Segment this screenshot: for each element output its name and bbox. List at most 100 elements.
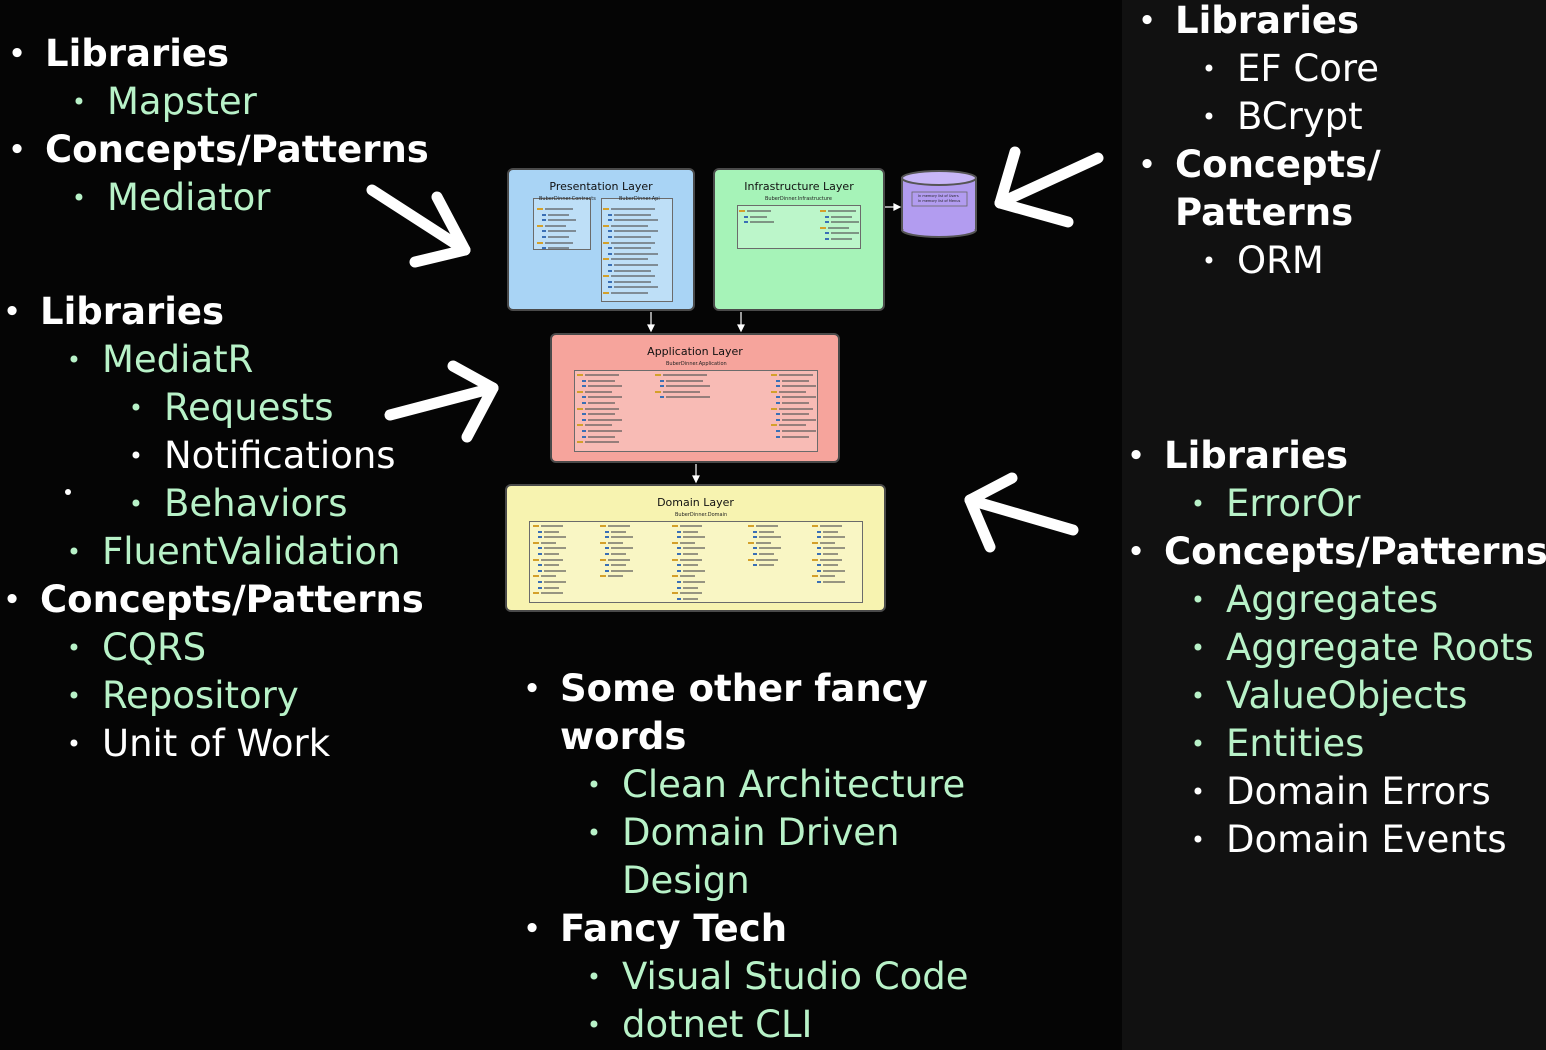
bullet-text: Notifications: [164, 434, 396, 477]
bullet-icon: •: [3, 585, 21, 615]
tree-node-icon: [753, 547, 757, 550]
tree-node-icon: [817, 547, 821, 550]
tree-node-icon: [776, 418, 780, 421]
bullet-item: •Fancy Tech: [524, 905, 969, 953]
infrastructure-layer-box: Infrastructure Layer BuberDinner.Infrast…: [713, 168, 885, 311]
bullet-item: •Concepts/Patterns: [4, 576, 424, 624]
tree-node-icon: [605, 547, 609, 550]
tree-node-icon: [538, 553, 542, 555]
tree-node-label: [548, 219, 576, 222]
tree-node-label: [548, 213, 569, 216]
tree-node-label: [823, 581, 845, 583]
tree-node-label: [548, 247, 569, 250]
tree-node-icon: [582, 413, 586, 416]
tree-node-label: [541, 541, 556, 544]
bullet-text: Libraries: [40, 290, 225, 333]
tree-node-label: [820, 525, 842, 527]
application-project-label: BuberDinner.Application: [666, 361, 727, 367]
tree-node-label: [588, 418, 622, 421]
bullet-item: •ErrorOr: [1191, 480, 1546, 528]
tree-node-label: [680, 558, 702, 561]
bullet-item: •dotnet CLI: [587, 1001, 969, 1049]
bullet-icon: •: [586, 819, 602, 847]
domain-project-panel: [529, 521, 863, 603]
bullet-icon: •: [1201, 55, 1217, 83]
tree-node-icon: [677, 530, 681, 533]
bullet-icon: •: [523, 674, 541, 704]
tree-node-label: [779, 424, 806, 427]
tree-node-icon: [603, 292, 609, 294]
tree-node-label: [683, 586, 698, 589]
tree-node-icon: [672, 575, 678, 578]
tree-node-icon: [608, 252, 612, 255]
tree-node-icon: [672, 541, 678, 544]
tree-node-icon: [660, 379, 664, 382]
bullet-icon: •: [1201, 247, 1217, 275]
tree-node-icon: [582, 418, 586, 421]
tree-node-label: [831, 238, 852, 240]
bullet-text: BCrypt: [1237, 95, 1363, 138]
tree-node-icon: [677, 547, 681, 550]
tree-node-icon: [748, 541, 754, 544]
tree-node-icon: [538, 530, 542, 533]
tree-node-icon: [533, 575, 539, 578]
tree-node-label: [608, 558, 630, 561]
tree-node-icon: [660, 385, 664, 388]
tree-node-label: [680, 525, 702, 527]
bullet-icon: •: [1138, 6, 1156, 36]
tree-node-label: [779, 390, 806, 393]
tree-node-label: [588, 396, 622, 399]
bullet-item: •Clean Architecture: [587, 761, 969, 809]
tree-node-icon: [582, 435, 586, 438]
tree-node-label: [683, 547, 705, 550]
bullet-icon: •: [71, 184, 87, 212]
tree-node-icon: [771, 424, 777, 427]
tree-node-label: [545, 208, 573, 210]
api-project-label: BuberDinner.Api: [619, 196, 660, 202]
tree-node-label: [611, 564, 626, 567]
tree-node-icon: [776, 379, 780, 382]
bullet-icon: •: [1201, 103, 1217, 131]
tree-node-icon: [825, 221, 829, 224]
tree-node-label: [541, 558, 563, 561]
bullet-item: •MediatR: [67, 336, 424, 384]
bullet-item: •Unit of Work: [67, 720, 424, 768]
tree-node-label: [544, 530, 559, 533]
tree-node-icon: [655, 374, 661, 376]
bullet-item: Design: [622, 857, 969, 905]
tree-node-label: [544, 536, 566, 539]
tree-node-label: [611, 553, 626, 555]
bullet-text: Requests: [164, 386, 334, 429]
tree-node-icon: [605, 564, 609, 567]
tree-node-icon: [608, 236, 612, 238]
tree-node-label: [544, 569, 566, 572]
tree-node-icon: [608, 213, 612, 216]
tree-node-label: [759, 530, 774, 533]
domain-project-label: BuberDinner.Domain: [675, 512, 728, 518]
tree-node-icon: [776, 396, 780, 399]
bullet-item: •Aggregate Roots: [1191, 624, 1546, 672]
tree-node-label: [779, 407, 813, 410]
presentation-layer-box: Presentation Layer BuberDinner.Contracts…: [507, 168, 695, 311]
bullet-icon: •: [1138, 150, 1156, 180]
arrow-to-application: [384, 360, 499, 443]
tree-node-label: [585, 407, 619, 410]
bullet-icon: •: [1127, 441, 1145, 471]
tree-node-icon: [582, 396, 586, 399]
database-icon: In memory list of Users In memory list o…: [901, 170, 977, 238]
tree-node-label: [759, 547, 781, 550]
bullet-icon: •: [128, 394, 144, 422]
tree-node-icon: [672, 525, 678, 527]
tree-node-icon: [677, 564, 681, 567]
bullet-text: Clean Architecture: [622, 763, 966, 806]
bullet-icon: •: [1190, 682, 1206, 710]
bullet-item: •Mediator: [72, 174, 429, 222]
tree-node-icon: [605, 569, 609, 572]
tree-node-icon: [825, 232, 829, 235]
bullet-item: Patterns: [1175, 189, 1381, 237]
tree-node-icon: [603, 275, 609, 278]
tree-node-icon: [605, 553, 609, 555]
tree-node-icon: [538, 564, 542, 567]
tree-node-label: [756, 525, 778, 527]
tree-node-icon: [582, 430, 586, 432]
